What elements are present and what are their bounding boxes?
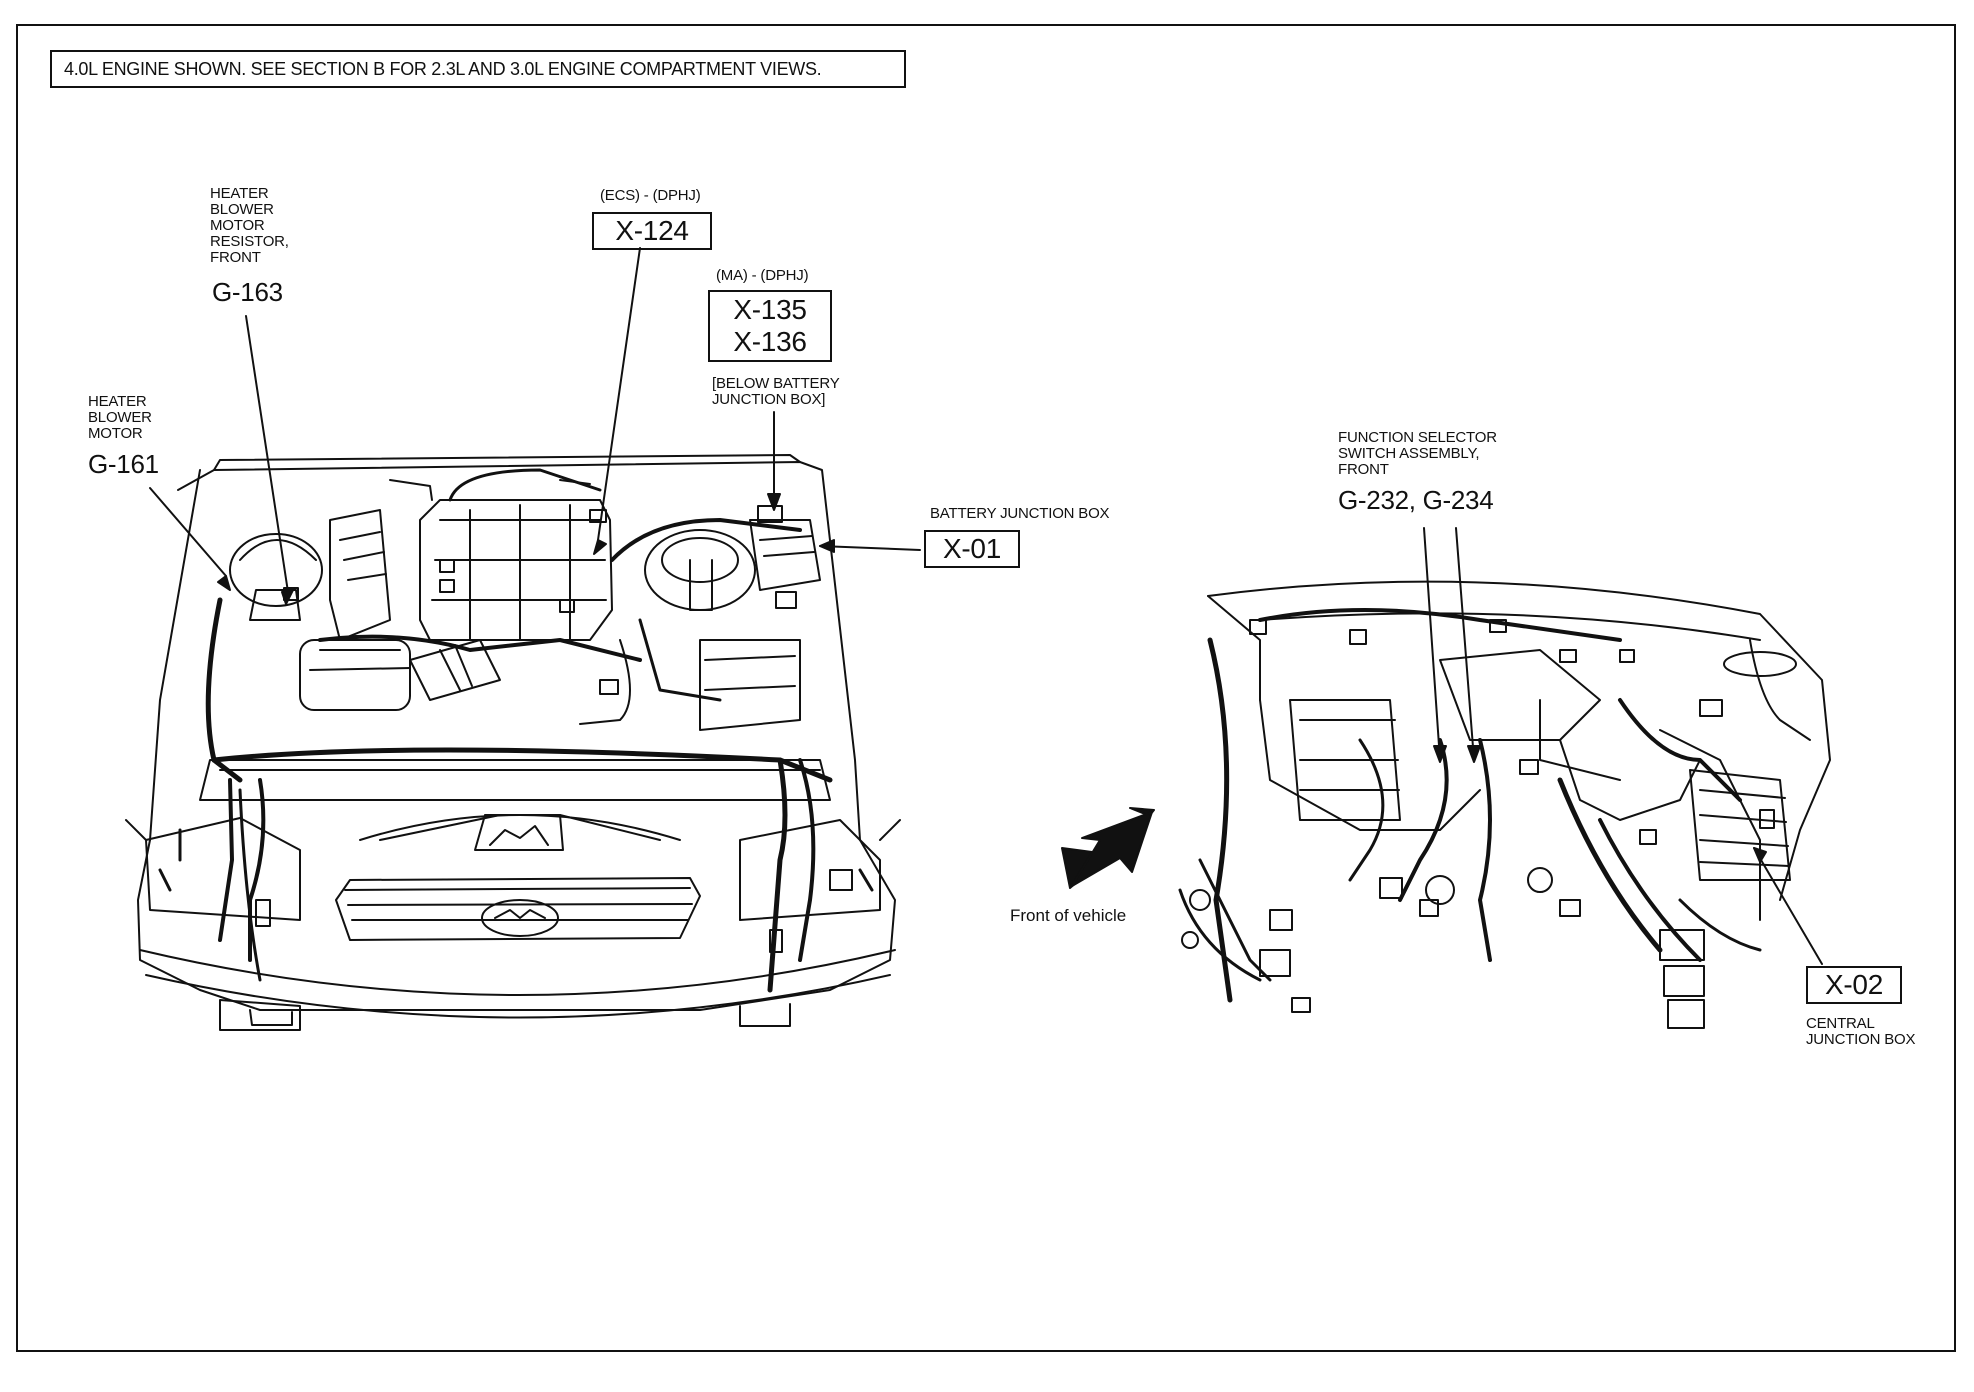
x135-location-note: [BELOW BATTERY JUNCTION BOX] (712, 375, 840, 408)
x02-description: CENTRAL JUNCTION BOX (1806, 1015, 1916, 1048)
x135-description: (MA) - (DPHJ) (716, 267, 809, 284)
g232-description: FUNCTION SELECTOR SWITCH ASSEMBLY, FRONT (1338, 429, 1497, 478)
front-of-vehicle-label: Front of vehicle (1010, 906, 1127, 925)
g163-description: HEATER BLOWER MOTOR RESISTOR, FRONT (210, 185, 289, 266)
engine-section-note: 4.0L ENGINE SHOWN. SEE SECTION B FOR 2.3… (50, 50, 906, 88)
engine-compartment-illustration (125, 454, 901, 1031)
x02-code-box: X-02 (1806, 966, 1902, 1004)
g161-description: HEATER BLOWER MOTOR (88, 393, 152, 442)
x01-code-box: X-01 (924, 530, 1020, 568)
g232-g234-code: G-232, G-234 (1338, 485, 1494, 515)
x124-code-box: X-124 (592, 212, 712, 250)
g161-code: G-161 (88, 449, 159, 479)
leader-lines (149, 247, 1823, 965)
x124-description: (ECS) - (DPHJ) (600, 187, 701, 204)
x01-description: BATTERY JUNCTION BOX (930, 505, 1110, 522)
instrument-panel-illustration (1178, 580, 1831, 1029)
g163-code: G-163 (212, 277, 283, 307)
diagram-frame (16, 24, 1956, 1352)
x135-x136-code-box: X-135 X-136 (708, 290, 832, 362)
